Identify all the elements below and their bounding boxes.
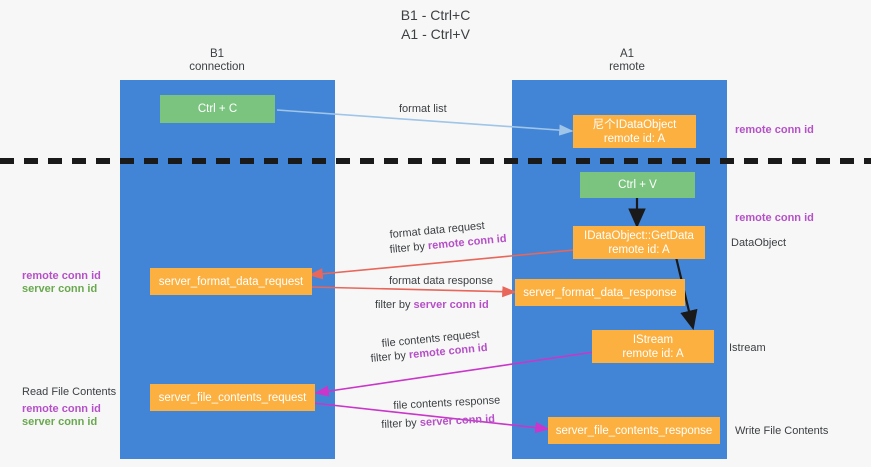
lane-a1-subtitle: remote xyxy=(609,61,645,73)
node-server-format-data-request-label: server_format_data_request xyxy=(158,275,304,288)
diagram-title: B1 - Ctrl+C A1 - Ctrl+V xyxy=(0,6,871,44)
lane-header-b1: B1 connection xyxy=(152,48,282,74)
label-right-remote-conn-id-top: remote conn id xyxy=(735,124,814,136)
label-left-remote-conn-id-2: remote conn id xyxy=(22,403,101,415)
node-ctrl-v[interactable]: Ctrl + V xyxy=(580,172,695,198)
label-right-remote-conn-id-mid: remote conn id xyxy=(735,212,814,224)
node-server-format-data-request[interactable]: server_format_data_request xyxy=(150,268,312,295)
annotation-filter-by-server-conn-id-1: filter by server conn id xyxy=(375,298,489,312)
node-server-format-data-response[interactable]: server_format_data_response xyxy=(515,279,685,306)
label-left-remote-conn-id: remote conn id xyxy=(22,270,101,282)
node-server-file-contents-request-label: server_file_contents_request xyxy=(158,391,307,404)
lane-header-a1: A1 remote xyxy=(562,48,692,74)
label-istream: Istream xyxy=(729,342,766,354)
node-ctrl-v-label: Ctrl + V xyxy=(618,179,657,191)
node-getdata[interactable]: IDataObject::GetData remote id: A xyxy=(573,226,705,259)
filter-by-text-3: filter by xyxy=(370,349,410,365)
lane-a1-title: A1 xyxy=(619,48,635,60)
node-idataobject-remote-id: remote id: A xyxy=(603,132,666,145)
annotation-file-contents-response: file contents response xyxy=(393,394,501,412)
node-server-file-contents-request[interactable]: server_file_contents_request xyxy=(150,384,315,411)
server-conn-id-text-1: server conn id xyxy=(413,299,489,311)
annotation-filter-by-server-conn-id-2: filter by server conn id xyxy=(381,412,495,432)
filter-by-text-4: filter by xyxy=(381,416,421,431)
node-server-file-contents-response-label: server_file_contents_response xyxy=(555,424,713,437)
node-getdata-remote-id: remote id: A xyxy=(608,243,670,256)
server-conn-id-text-2: server conn id xyxy=(419,413,496,429)
node-server-file-contents-response[interactable]: server_file_contents_response xyxy=(548,417,720,444)
annotation-format-data-response: format data response xyxy=(389,275,493,287)
label-left-server-conn-id-2: server conn id xyxy=(22,416,98,428)
label-write-file-contents: Write File Contents xyxy=(735,425,829,437)
title-line-2: A1 - Ctrl+V xyxy=(401,26,470,42)
label-read-file-contents: Read File Contents xyxy=(22,386,117,398)
node-ctrl-c[interactable]: Ctrl + C xyxy=(160,95,275,123)
annotation-format-list: format list xyxy=(399,103,447,115)
node-idataobject[interactable]: 尼个IDataObject remote id: A xyxy=(573,115,696,148)
title-line-1: B1 - Ctrl+C xyxy=(400,7,471,23)
filter-by-text-1: filter by xyxy=(389,240,429,256)
filter-by-text-2: filter by xyxy=(375,299,414,311)
divider-dashed xyxy=(0,158,871,164)
node-getdata-label: IDataObject::GetData xyxy=(584,229,694,242)
node-istream[interactable]: IStream remote id: A xyxy=(592,330,714,363)
node-idataobject-label: 尼个IDataObject xyxy=(592,118,677,131)
lane-b1-title: B1 xyxy=(209,48,225,60)
node-server-format-data-response-label: server_format_data_response xyxy=(523,286,677,299)
node-ctrl-c-label: Ctrl + C xyxy=(197,103,238,115)
label-left-server-conn-id: server conn id xyxy=(22,283,98,295)
node-istream-label: IStream xyxy=(632,333,674,346)
label-dataobject: DataObject xyxy=(731,237,787,249)
lane-b1-subtitle: connection xyxy=(189,61,245,73)
node-istream-remote-id: remote id: A xyxy=(622,347,684,360)
